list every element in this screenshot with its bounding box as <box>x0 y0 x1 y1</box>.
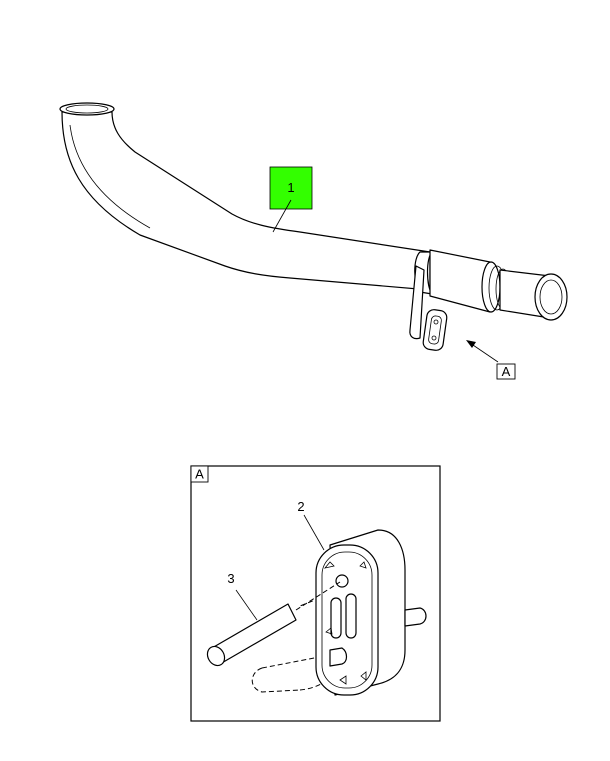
detail-label-box <box>190 465 209 483</box>
hanger-isolator-small <box>422 309 448 351</box>
callout-1-highlight <box>269 166 313 210</box>
callout-2-label: 2 <box>297 499 304 514</box>
callout-1[interactable]: 1 <box>269 166 313 233</box>
detail-view-a: A <box>190 465 441 722</box>
detail-label: A <box>195 467 204 482</box>
callout-3-label: 3 <box>227 571 234 586</box>
clamp-band <box>409 251 433 340</box>
view-a-arrow <box>469 342 499 363</box>
callout-1-label: 1 <box>287 180 294 195</box>
callout-2-leader <box>303 514 325 551</box>
slip-joint <box>429 249 568 321</box>
callout-2[interactable]: 2 <box>297 499 325 551</box>
callout-3-leader <box>235 589 258 621</box>
view-a-ref-label: A <box>502 364 511 379</box>
view-a-reference[interactable]: A <box>466 340 516 380</box>
callout-3[interactable]: 3 <box>227 571 258 621</box>
pin <box>206 581 341 667</box>
exhaust-pipe <box>59 102 431 291</box>
rubber-isolator <box>315 529 427 696</box>
view-a-ref-box <box>496 363 516 380</box>
arrow-head-icon <box>466 340 476 348</box>
callout-1-leader <box>272 199 292 233</box>
